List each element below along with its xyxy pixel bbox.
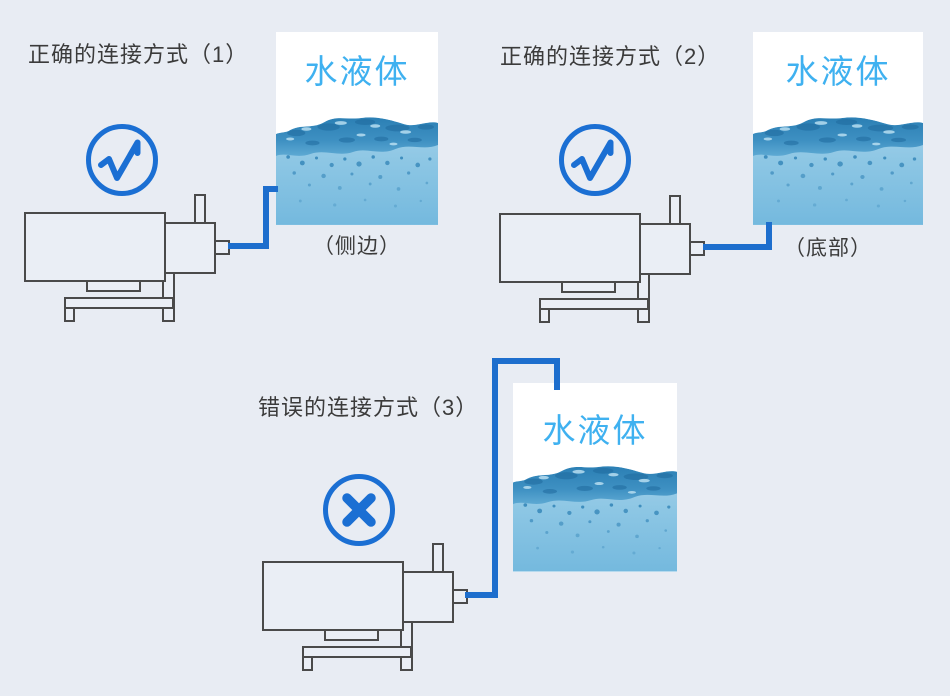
- tank3-label: 水液体: [542, 412, 648, 449]
- tank1-label: 水液体: [304, 53, 410, 90]
- pump-machine-3: [262, 543, 468, 673]
- water-tank-3: 水液体: [513, 383, 677, 572]
- water-image-3: [513, 462, 677, 572]
- pipe-side-connection: [228, 186, 278, 249]
- water-image-1: [276, 113, 438, 225]
- cross-icon: [322, 473, 396, 547]
- tank2-label: 水液体: [785, 53, 891, 90]
- check-icon: [558, 123, 632, 197]
- section2-position-label: （底部）: [784, 237, 872, 260]
- water-tank-2: 水液体: [753, 32, 923, 225]
- water-image-2: [753, 113, 923, 225]
- section3-title: 错误的连接方式（3）: [258, 395, 479, 420]
- pump-machine-2: [499, 195, 705, 325]
- check-icon: [85, 123, 159, 197]
- water-tank-1: 水液体: [276, 32, 438, 225]
- pump-machine-1: [24, 194, 230, 324]
- section1-position-label: （侧边）: [313, 235, 401, 258]
- section2-title: 正确的连接方式（2）: [500, 44, 721, 69]
- section1-title: 正确的连接方式（1）: [28, 42, 249, 67]
